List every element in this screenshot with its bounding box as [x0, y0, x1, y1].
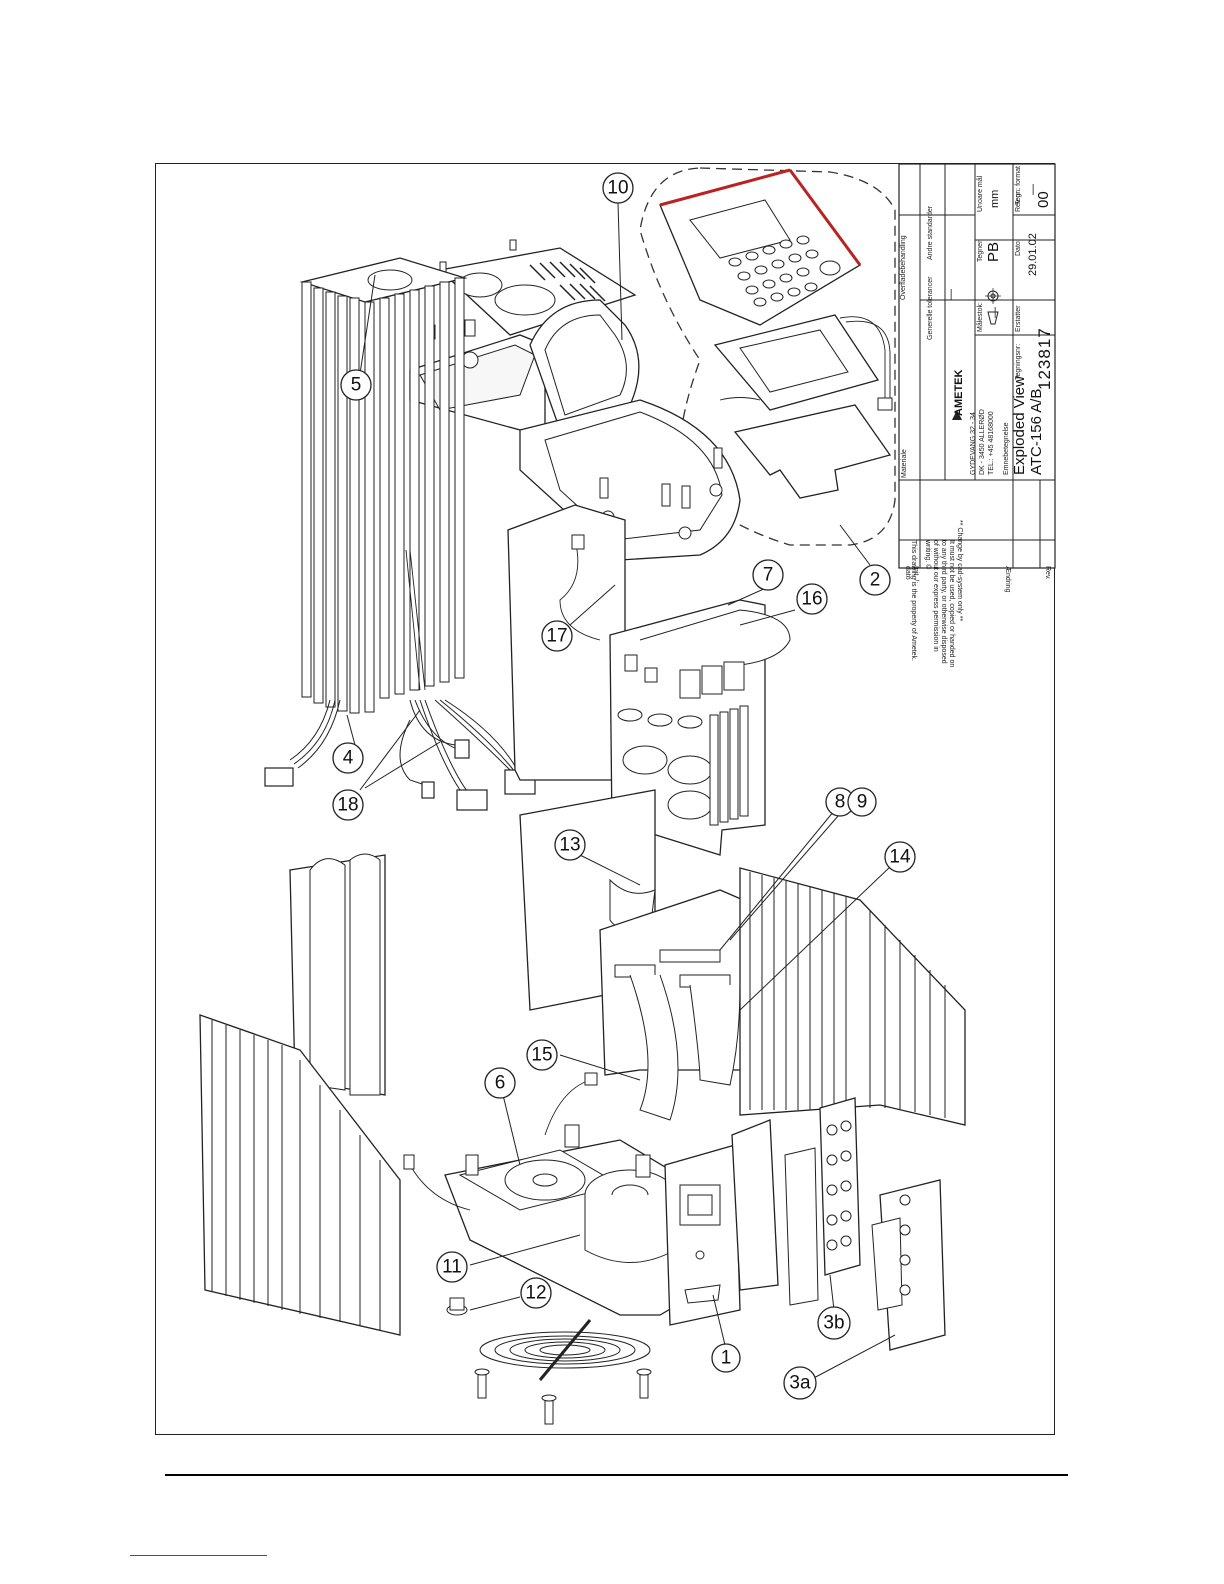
- left-column: [289, 853, 386, 1096]
- callout-11: 11: [436, 1251, 468, 1283]
- callout-1: 1: [711, 1343, 741, 1373]
- replaces-label: Erstatter: [1015, 305, 1022, 332]
- property-note-1: This drawing is the property of Ametek.: [910, 540, 917, 661]
- callout-4: 4: [332, 742, 364, 774]
- address-line-2: DK - 3450 ALLERØD: [979, 409, 986, 475]
- callout-17: 17: [541, 620, 573, 652]
- svg-text:3a: 3a: [789, 1373, 811, 1394]
- drawn-value: PB: [985, 242, 1002, 262]
- title-block: Overfladebehandling Andre standarder Uno…: [898, 163, 1056, 667]
- fan-grille: [479, 1319, 651, 1381]
- date-value: 29.01.02: [1027, 233, 1039, 276]
- drawing-frame: [155, 163, 1055, 1435]
- svg-text:13: 13: [559, 835, 580, 856]
- scale-label: Målestok:: [976, 302, 984, 332]
- address-line-1: GYDEVANG 32 - 34: [970, 412, 977, 475]
- left-side-panel: [199, 1014, 401, 1336]
- callout-3b: 3b: [817, 1306, 851, 1340]
- svg-text:15: 15: [531, 1045, 552, 1066]
- part-7-power-pcb: [609, 599, 791, 856]
- rev-col: Rev.: [1044, 566, 1051, 580]
- callout-14: 14: [884, 841, 916, 873]
- callout-7: 7: [752, 559, 784, 591]
- other-standards-label: Andre standarder: [927, 205, 934, 260]
- general-tol-label: Generelle tolerancer: [927, 276, 934, 340]
- date-col: dato: [904, 566, 911, 580]
- projection-symbol-icon: [985, 288, 1001, 325]
- svg-text:18: 18: [337, 795, 358, 816]
- callout-2: 2: [859, 564, 891, 596]
- name-label: Emnebetegnelse: [1003, 422, 1010, 475]
- ametek-logo: AMETEK: [952, 370, 965, 420]
- unit-label: Unoare mål: [976, 175, 984, 212]
- svg-text:16: 16: [801, 589, 822, 610]
- callout-18: 18: [332, 789, 364, 821]
- general-tol-value: —: [945, 289, 957, 300]
- tol-value: —: [1027, 184, 1039, 195]
- change-col: Ændring: [1004, 566, 1011, 593]
- svg-text:5: 5: [351, 375, 362, 396]
- svg-text:14: 14: [889, 847, 911, 868]
- part-1-rear-panel: [664, 1119, 779, 1326]
- svg-text:7: 7: [763, 565, 774, 586]
- property-note-3: to any third party, or otherwise dispose…: [940, 540, 947, 664]
- cable-harnesses: [289, 699, 521, 796]
- part-13-ribbon-and-boards: [519, 789, 756, 1121]
- callout-5: 5: [340, 369, 372, 401]
- rev-label: Rev nr.:: [1015, 188, 1022, 212]
- part-3a-io-board: [871, 1179, 946, 1351]
- base-assembly: [403, 1072, 721, 1316]
- svg-text:6: 6: [495, 1073, 506, 1094]
- svg-text:17: 17: [546, 626, 567, 647]
- name-line-2: ATC-156 A/B: [1028, 389, 1045, 475]
- drawing-no: 123817: [1035, 327, 1054, 390]
- callout-9: 9: [847, 787, 877, 817]
- callout-3a: 3a: [783, 1366, 817, 1400]
- svg-text:10: 10: [607, 178, 628, 199]
- rev-value: 00: [1035, 191, 1052, 208]
- callout-10: 10: [602, 172, 634, 204]
- leader-lines: [346, 202, 896, 1381]
- cad-note: ** Change by cad-system only **: [956, 520, 963, 621]
- unit-value: mm: [989, 190, 1001, 208]
- svg-text:9: 9: [857, 792, 868, 813]
- drawn-label: Tegner: [977, 240, 984, 262]
- right-side-panel: [739, 867, 966, 1126]
- svg-text:2: 2: [870, 570, 881, 591]
- callout-6: 6: [484, 1067, 516, 1099]
- keypad-buttons: [728, 235, 841, 307]
- screws: [474, 1368, 652, 1425]
- property-note-4: of without our express permission in: [932, 540, 939, 652]
- footer-link-underline[interactable]: [130, 1555, 267, 1556]
- part-3b-io-board: [784, 1097, 861, 1306]
- property-note-2: It must not be used, copied or handed on: [948, 540, 955, 667]
- part-12-foot: [446, 1297, 468, 1316]
- tol-label: Tegn. format: [1015, 166, 1022, 205]
- svg-text:8: 8: [835, 792, 846, 813]
- date-label: Dato:: [1015, 239, 1022, 256]
- init-col: Init. /: [912, 566, 919, 581]
- property-note-5: writing. ©: [924, 539, 932, 570]
- part-10-front-cover: [409, 239, 741, 561]
- callout-12: 12: [520, 1277, 552, 1309]
- address-line-3: TEL.: +45 48168000: [988, 411, 995, 475]
- material-label: Materiale: [901, 449, 908, 478]
- svg-text:1: 1: [721, 1348, 732, 1369]
- callout-15: 15: [526, 1039, 558, 1071]
- part-5-heatsink: [299, 257, 468, 714]
- surface-label: Overfladebehandling: [900, 235, 907, 300]
- part-2-display-assembly: [639, 167, 896, 546]
- page-bottom-rule: [165, 1474, 1068, 1476]
- svg-text:12: 12: [525, 1283, 546, 1304]
- svg-text:AMETEK: AMETEK: [953, 370, 965, 417]
- callout-16: 16: [796, 583, 828, 615]
- svg-text:4: 4: [343, 748, 354, 769]
- callout-13: 13: [554, 829, 586, 861]
- name-line-1: Exploded View: [1011, 376, 1028, 475]
- drawing-no-label: Tegningsnr:: [1015, 344, 1022, 380]
- svg-text:11: 11: [442, 1257, 462, 1278]
- svg-text:3b: 3b: [823, 1313, 844, 1334]
